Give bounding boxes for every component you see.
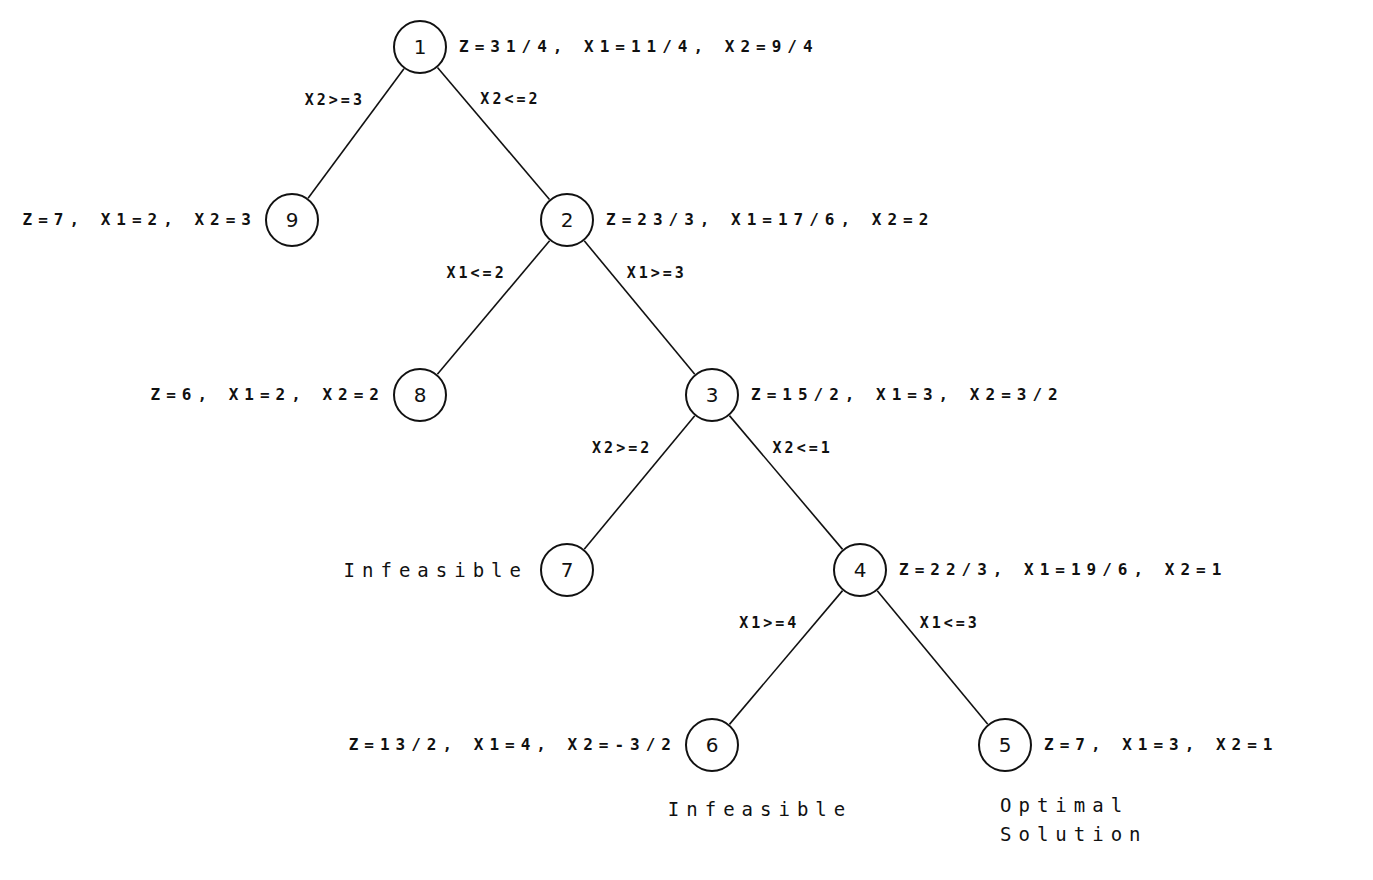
branch-line (877, 591, 988, 724)
node-number: 9 (286, 210, 299, 230)
lp-solution: Z=31/4, X1=11/4, X2=9/4 (459, 37, 819, 56)
tree-node: 7Infeasible (540, 543, 594, 597)
node-status: Infeasible (668, 795, 852, 824)
node-number: 1 (414, 37, 427, 57)
branch-constraint: X2<=1 (771, 438, 835, 458)
branch-constraint: X1>=3 (625, 263, 689, 283)
node-number: 8 (414, 385, 427, 405)
tree-node: 5Z=7, X1=3, X2=1Optimal Solution (978, 718, 1032, 772)
tree-node: 6Z=13/2, X1=4, X2=-3/2Infeasible (685, 718, 739, 772)
lp-solution: Z=7, X1=2, X2=3 (23, 210, 258, 229)
tree-node: 1Z=31/4, X1=11/4, X2=9/4 (393, 20, 447, 74)
branch-line (729, 416, 842, 550)
tree-node: 2Z=23/3, X1=17/6, X2=2 (540, 193, 594, 247)
lp-solution: Z=22/3, X1=19/6, X2=1 (899, 560, 1227, 579)
lp-solution: Z=7, X1=3, X2=1 (1044, 735, 1279, 754)
node-number: 4 (854, 560, 867, 580)
node-number: 5 (999, 735, 1012, 755)
node-number: 6 (706, 735, 719, 755)
lp-solution: Z=23/3, X1=17/6, X2=2 (606, 210, 934, 229)
branch-line (729, 591, 842, 725)
branch-line (584, 241, 695, 374)
branch-constraint: X1<=3 (918, 613, 982, 633)
lp-solution: Z=6, X1=2, X2=2 (151, 385, 386, 404)
branch-constraint: X2<=2 (478, 89, 542, 109)
node-number: 7 (561, 560, 574, 580)
branch-line (437, 241, 549, 375)
node-number: 2 (561, 210, 574, 230)
tree-node: 4Z=22/3, X1=19/6, X2=1 (833, 543, 887, 597)
branch-constraint: X2>=2 (590, 438, 654, 458)
branch-line (584, 416, 695, 549)
tree-node: 8Z=6, X1=2, X2=2 (393, 368, 447, 422)
branch-constraint: X1<=2 (445, 263, 509, 283)
node-number: 3 (706, 385, 719, 405)
tree-node: 9Z=7, X1=2, X2=3 (265, 193, 319, 247)
lp-solution: Z=15/2, X1=3, X2=3/2 (751, 385, 1064, 404)
branch-constraint: X2>=3 (303, 90, 367, 110)
tree-node: 3Z=15/2, X1=3, X2=3/2 (685, 368, 739, 422)
branch-line (437, 68, 549, 200)
branch-line (308, 69, 404, 199)
node-status: Optimal Solution (1000, 791, 1172, 848)
branch-constraint: X1>=4 (737, 613, 801, 633)
node-status: Infeasible (344, 556, 528, 585)
lp-solution: Z=13/2, X1=4, X2=-3/2 (349, 735, 677, 754)
